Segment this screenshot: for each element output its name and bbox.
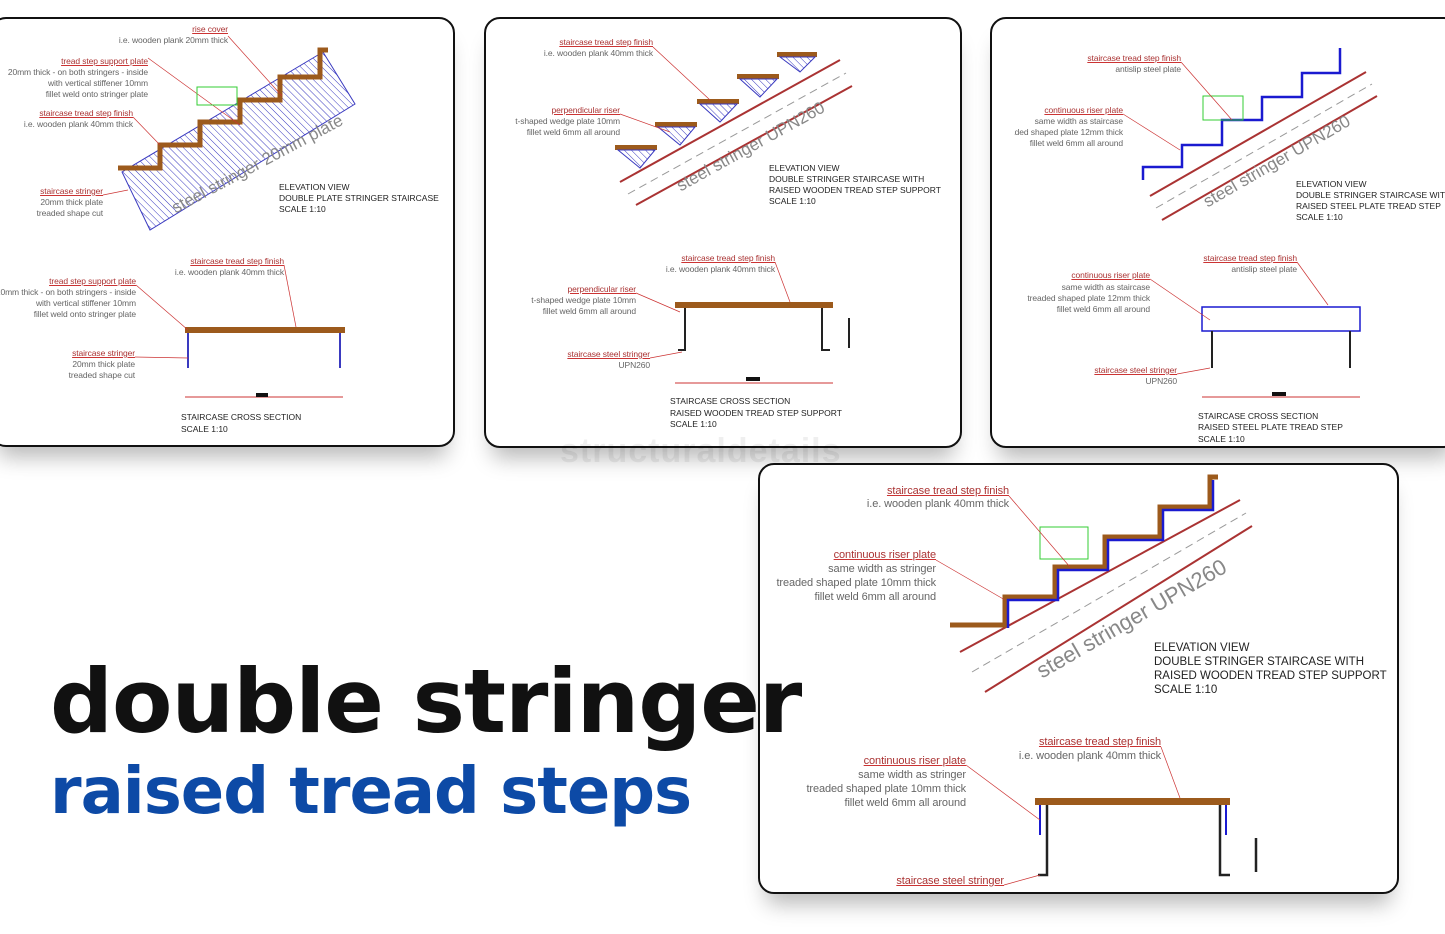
label-title: staircase stringer (40, 186, 103, 196)
p2-elev-title: SCALE 1:10 (769, 196, 816, 206)
p4-sec-label: same width as stringer (858, 769, 966, 781)
p4-sec-label: staircase tread step finish (1038, 736, 1161, 748)
p4-sec-label: continuous riser plate (863, 755, 966, 767)
p3-elev-title: SCALE 1:10 (1296, 212, 1343, 222)
p1-sec-label: tread step support plate (49, 276, 136, 286)
p3-elev-title: RAISED STEEL PLATE TREAD STEP (1296, 201, 1441, 211)
headline-subtitle: raised tread steps (50, 755, 692, 829)
p1-elev-title: ELEVATION VIEW (279, 182, 350, 192)
p2-label: staircase tread step finish (559, 37, 653, 47)
p4-sec-label: treaded shaped plate 10mm thick (806, 783, 966, 795)
p2-sec-label: t-shaped wedge plate 10mm (531, 295, 636, 305)
p1-sec-label: i.e. wooden plank 40mm thick (174, 267, 284, 277)
p3-label: continuous riser plate (1044, 105, 1123, 115)
p2-sec-label: UPN260 (618, 360, 650, 370)
p1-sec-label: fillet weld onto stringer plate (33, 309, 136, 319)
p4-elev-title: DOUBLE STRINGER STAIRCASE WITH (1154, 656, 1365, 668)
p2-sec-label: i.e. wooden plank 40mm thick (665, 264, 775, 274)
p3-sec-title: RAISED STEEL PLATE TREAD STEP (1198, 422, 1343, 432)
p3-label: staircase tread step finish (1087, 53, 1181, 63)
p1-sec-label: staircase tread step finish (190, 256, 284, 266)
p2-elev-title: RAISED WOODEN TREAD STEP SUPPORT (769, 185, 941, 195)
p4-label: staircase tread step finish (886, 485, 1009, 497)
label-line: with vertical stiffener 10mm (47, 78, 148, 88)
p4-elev-title: SCALE 1:10 (1154, 684, 1218, 696)
p4-elev-title: ELEVATION VIEW (1154, 642, 1250, 654)
p1-sec-label: with vertical stiffener 10mm (35, 298, 136, 308)
p3-sec-label: fillet weld 6mm all around (1056, 304, 1150, 314)
p2-sec-title: STAIRCASE CROSS SECTION (670, 396, 791, 406)
label-line: 20mm thick plate (40, 197, 103, 207)
p4-label: fillet weld 6mm all around (814, 591, 936, 603)
p3-elev-title: DOUBLE STRINGER STAIRCASE WITH (1296, 190, 1445, 200)
p1-sec-label: staircase stringer (72, 348, 135, 358)
p1-sec-label: 20mm thick plate (72, 359, 135, 369)
p2-elev-title: DOUBLE STRINGER STAIRCASE WITH (769, 174, 925, 184)
p2-sec-title: SCALE 1:10 (670, 419, 717, 429)
label-title: rise cover (192, 24, 228, 34)
headline-title: double stringer (50, 650, 802, 753)
p1-sec-label: treaded shape cut (68, 370, 135, 380)
p3-label: fillet weld 6mm all around (1029, 138, 1123, 148)
p2-label: perpendicular riser (551, 105, 621, 115)
label-line: fillet weld onto stringer plate (45, 89, 148, 99)
p2-elev-title: ELEVATION VIEW (769, 163, 840, 173)
label-line: 20mm thick - on both stringers - inside (7, 67, 148, 77)
p4-sec-label: fillet weld 6mm all around (844, 797, 966, 809)
p3-sec-label: treaded shaped plate 12mm thick (1027, 293, 1150, 303)
p2-label: i.e. wooden plank 40mm thick (543, 48, 653, 58)
p1-elev-title: DOUBLE PLATE STRINGER STAIRCASE (279, 193, 439, 203)
p3-elev-title: ELEVATION VIEW (1296, 179, 1367, 189)
p3-sec-label: same width as staircase (1061, 282, 1151, 292)
panel-raised-steel-plate-tread (990, 17, 1445, 448)
p4-label: i.e. wooden plank 40mm thick (866, 498, 1009, 510)
p4-elev-title: RAISED WOODEN TREAD STEP SUPPORT (1154, 670, 1387, 682)
p2-label: fillet weld 6mm all around (526, 127, 620, 137)
p3-sec-label: UPN260 (1145, 376, 1177, 386)
p4-sec-label: staircase steel stringer (896, 875, 1004, 887)
p4-label: same width as stringer (828, 563, 936, 575)
p3-sec-label: antislip steel plate (1231, 264, 1297, 274)
p1-elev-title: SCALE 1:10 (279, 204, 326, 214)
p1-sec-label: 20mm thick - on both stringers - inside (0, 287, 136, 297)
p3-sec-label: staircase tread step finish (1203, 253, 1297, 263)
p3-label: treaded shaped plate 12mm thick (1000, 127, 1123, 137)
p2-sec-label: fillet weld 6mm all around (542, 306, 636, 316)
p3-label: antislip steel plate (1115, 64, 1181, 74)
p1-sec-title: STAIRCASE CROSS SECTION (181, 412, 302, 422)
p4-label: continuous riser plate (833, 549, 936, 561)
label-line: i.e. wooden plank 40mm thick (23, 119, 133, 129)
panel-raised-wooden-tread-small (484, 17, 962, 448)
p2-sec-label: staircase steel stringer (567, 349, 650, 359)
p2-sec-label: staircase tread step finish (681, 253, 775, 263)
p4-sec-label: i.e. wooden plank 40mm thick (1018, 750, 1161, 762)
p3-sec-label: staircase steel stringer (1094, 365, 1177, 375)
label-line: i.e. wooden plank 20mm thick (118, 35, 228, 45)
label-title: staircase tread step finish (39, 108, 133, 118)
label-title: tread step support plate (61, 56, 148, 66)
p3-sec-title: STAIRCASE CROSS SECTION (1198, 411, 1319, 421)
p3-sec-title: SCALE 1:10 (1198, 434, 1245, 444)
p3-label: same width as staircase (1034, 116, 1124, 126)
p2-sec-label: perpendicular riser (567, 284, 637, 294)
label-line: treaded shape cut (36, 208, 103, 218)
p1-sec-title: SCALE 1:10 (181, 424, 228, 434)
p2-label: t-shaped wedge plate 10mm (515, 116, 620, 126)
p4-label: treaded shaped plate 10mm thick (776, 577, 936, 589)
p3-sec-label: continuous riser plate (1071, 270, 1150, 280)
p2-sec-title: RAISED WOODEN TREAD STEP SUPPORT (670, 408, 842, 418)
